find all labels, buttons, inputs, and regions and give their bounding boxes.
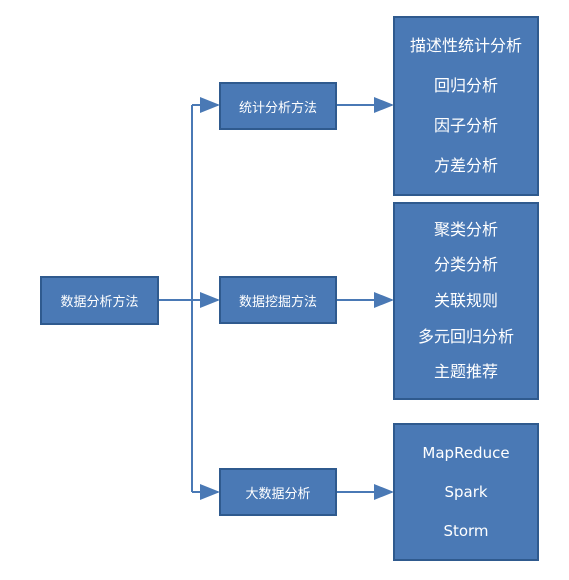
- branch-node-big-data: 大数据分析: [219, 468, 337, 516]
- branch-node-label: 数据挖掘方法: [238, 294, 317, 310]
- list-item: 方差分析: [433, 156, 498, 175]
- list-item: 分类分析: [433, 255, 498, 275]
- list-item: 描述性统计分析: [409, 36, 522, 55]
- branch-node-data-mining: 数据挖掘方法: [219, 276, 337, 324]
- list-item: 主题推荐: [433, 362, 498, 382]
- list-item: Storm: [443, 522, 489, 541]
- root-node: 数据分析方法: [40, 276, 159, 325]
- list-item: 关联规则: [433, 290, 498, 310]
- list-item: MapReduce: [422, 443, 510, 462]
- list-item: 多元回归分析: [417, 326, 514, 346]
- list-item: Spark: [444, 482, 488, 501]
- list-box-data-mining: 聚类分析 分类分析 关联规则 多元回归分析 主题推荐: [393, 202, 539, 400]
- list-item: 因子分析: [433, 116, 498, 135]
- branch-node-statistics: 统计分析方法: [219, 82, 337, 130]
- list-item: 聚类分析: [433, 219, 498, 239]
- list-box-big-data: MapReduce Spark Storm: [393, 423, 539, 561]
- list-box-statistics: 描述性统计分析 回归分析 因子分析 方差分析: [393, 16, 539, 196]
- branch-node-label: 统计分析方法: [238, 100, 317, 116]
- branch-node-label: 大数据分析: [245, 486, 311, 502]
- list-item: 回归分析: [433, 76, 498, 95]
- root-node-label: 数据分析方法: [60, 295, 139, 310]
